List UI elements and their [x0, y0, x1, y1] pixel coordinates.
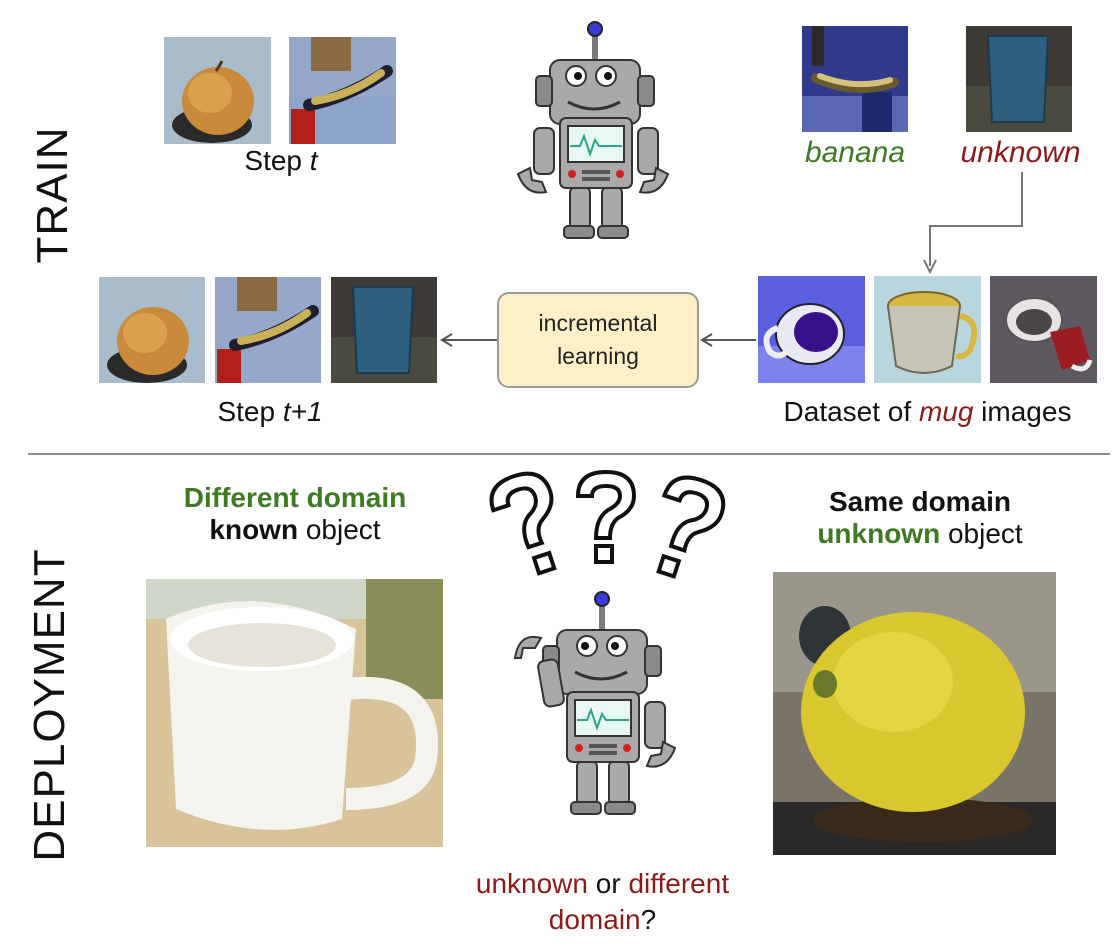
dataset-suffix: images — [973, 396, 1072, 427]
question-mark-icon — [489, 470, 726, 579]
question-end: ? — [640, 904, 657, 935]
mug-dataset-photo-2 — [874, 276, 981, 383]
banana-label: banana — [804, 136, 906, 169]
lemon-photo — [773, 572, 1056, 855]
robot-icon — [498, 18, 688, 243]
step-t1-caption: Step t+1 — [190, 396, 350, 428]
question-part3: domain — [548, 904, 641, 935]
step-t-prefix: Step — [244, 145, 310, 176]
question-part2: different — [628, 868, 730, 899]
section-label-deployment: DEPLOYMENT — [25, 548, 74, 862]
dataset-caption: Dataset of mug images — [750, 396, 1105, 428]
dataset-highlight: mug — [918, 396, 974, 427]
white-mug-photo — [146, 579, 443, 847]
mug-dataset-photo-1 — [758, 276, 865, 383]
mug-dataset-photo-3 — [990, 276, 1097, 383]
right-case-rest: object — [940, 518, 1023, 549]
right-case-bold: Same domain — [828, 486, 1012, 517]
process-line2: learning — [557, 343, 639, 369]
banana-known-photo — [802, 26, 908, 132]
step-t1-var: t+1 — [282, 396, 323, 427]
section-divider — [28, 453, 1110, 455]
step-t1-prefix: Step — [217, 396, 283, 427]
step-t-var: t — [309, 145, 318, 176]
unknown-label: unknown — [960, 136, 1081, 169]
arrow-down-icon — [923, 172, 1023, 275]
process-line1: incremental — [538, 310, 658, 336]
banana-photo-t1 — [215, 277, 321, 383]
step-t-caption: Step t — [226, 145, 336, 177]
mug-unknown-photo — [966, 26, 1072, 132]
mug-photo-t1 — [331, 277, 437, 383]
apple-photo — [164, 37, 271, 144]
question-part1: unknown — [475, 868, 588, 899]
apple-photo-t1 — [99, 277, 205, 383]
right-case-colored-word: unknown — [817, 518, 941, 549]
dataset-prefix: Dataset of — [783, 396, 919, 427]
incremental-learning-box: incremental learning — [497, 292, 699, 388]
robot-icon-deployment — [505, 588, 695, 823]
question-connector: or — [587, 868, 629, 899]
arrow-left-icon-2 — [700, 333, 756, 347]
left-case-title: Different domain known object — [140, 482, 450, 546]
banana-photo — [289, 37, 396, 144]
question-caption: unknown or different domain? — [440, 866, 765, 938]
left-case-rest: object — [298, 514, 381, 545]
right-case-title: Same domain unknown object — [775, 486, 1065, 550]
arrow-left-icon — [440, 333, 498, 347]
section-label-train: TRAIN — [28, 126, 77, 264]
left-case-colored: Different domain — [183, 482, 407, 513]
left-case-bold-word: known — [209, 514, 299, 545]
